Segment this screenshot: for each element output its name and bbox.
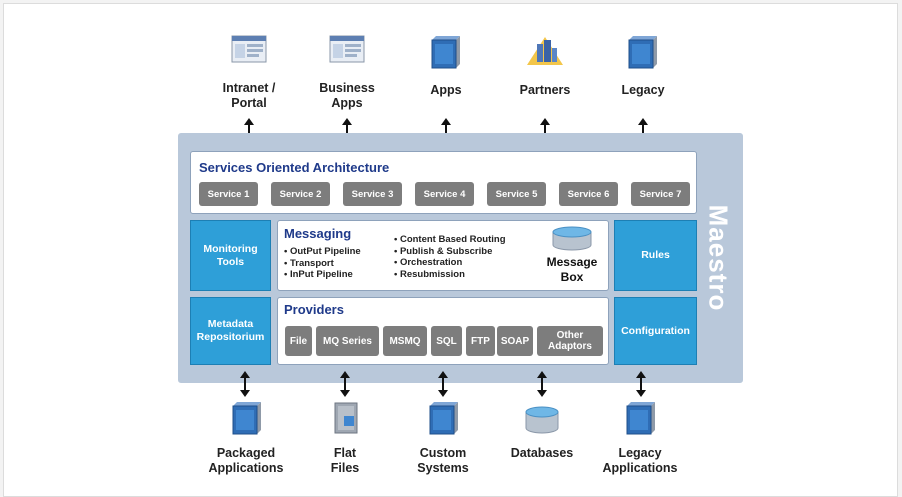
legacy-applications-arrow <box>635 371 647 397</box>
legacy-server-icon <box>623 34 663 70</box>
messaging-list-left: OutPut Pipeline Transport InPut Pipeline <box>284 246 361 281</box>
provider-ftp-button[interactable]: FTP <box>466 326 495 356</box>
service-6-button[interactable]: Service 6 <box>559 182 618 206</box>
providers-title: Providers <box>284 302 344 317</box>
custom-systems-server-icon <box>424 400 464 436</box>
service-1-button[interactable]: Service 1 <box>199 182 258 206</box>
soa-title: Services Oriented Architecture <box>199 160 390 175</box>
databases-database-icon <box>522 402 562 438</box>
custom-systems-arrow <box>437 371 449 397</box>
partners-building-icon <box>525 34 565 70</box>
service-4-button[interactable]: Service 4 <box>415 182 474 206</box>
service-3-button[interactable]: Service 3 <box>343 182 402 206</box>
list-item: Content Based Routing <box>394 234 506 246</box>
packaged-applications-server-icon <box>227 400 267 436</box>
provider-mq-series-button[interactable]: MQ Series <box>316 326 379 356</box>
provider-file-button[interactable]: File <box>285 326 312 356</box>
flat-files-file-icon <box>326 400 366 436</box>
packaged-applications-arrow <box>239 371 251 397</box>
list-item: Transport <box>284 258 361 270</box>
provider-msmq-button[interactable]: MSMQ <box>383 326 427 356</box>
provider-soap-button[interactable]: SOAP <box>497 326 533 356</box>
list-item: OutPut Pipeline <box>284 246 361 258</box>
flat-files-arrow <box>339 371 351 397</box>
databases-label: Databases <box>510 446 574 460</box>
legacy-label: Legacy <box>621 83 665 97</box>
service-7-button[interactable]: Service 7 <box>631 182 690 206</box>
message-box-icon <box>552 226 592 251</box>
list-item: Publish & Subscribe <box>394 246 506 258</box>
list-item: Orchestration <box>394 257 506 269</box>
rules-box[interactable]: Rules <box>614 220 697 291</box>
intranet-portal-icon <box>229 32 269 68</box>
messaging-list-right: Content Based Routing Publish & Subscrib… <box>394 234 506 280</box>
service-2-button[interactable]: Service 2 <box>271 182 330 206</box>
legacy-applications-server-icon <box>621 400 661 436</box>
business-apps-icon <box>327 32 367 68</box>
intranet-portal-label: Intranet /Portal <box>222 81 276 110</box>
databases-arrow <box>536 371 548 397</box>
list-item: InPut Pipeline <box>284 269 361 281</box>
service-5-button[interactable]: Service 5 <box>487 182 546 206</box>
apps-server-icon <box>426 34 466 70</box>
list-item: Resubmission <box>394 269 506 281</box>
provider-sql-button[interactable]: SQL <box>431 326 462 356</box>
maestro-label: Maestro <box>703 204 734 312</box>
messaging-title: Messaging <box>284 226 352 241</box>
partners-label: Partners <box>519 83 571 97</box>
configuration-box[interactable]: Configuration <box>614 297 697 365</box>
apps-label: Apps <box>430 83 462 97</box>
